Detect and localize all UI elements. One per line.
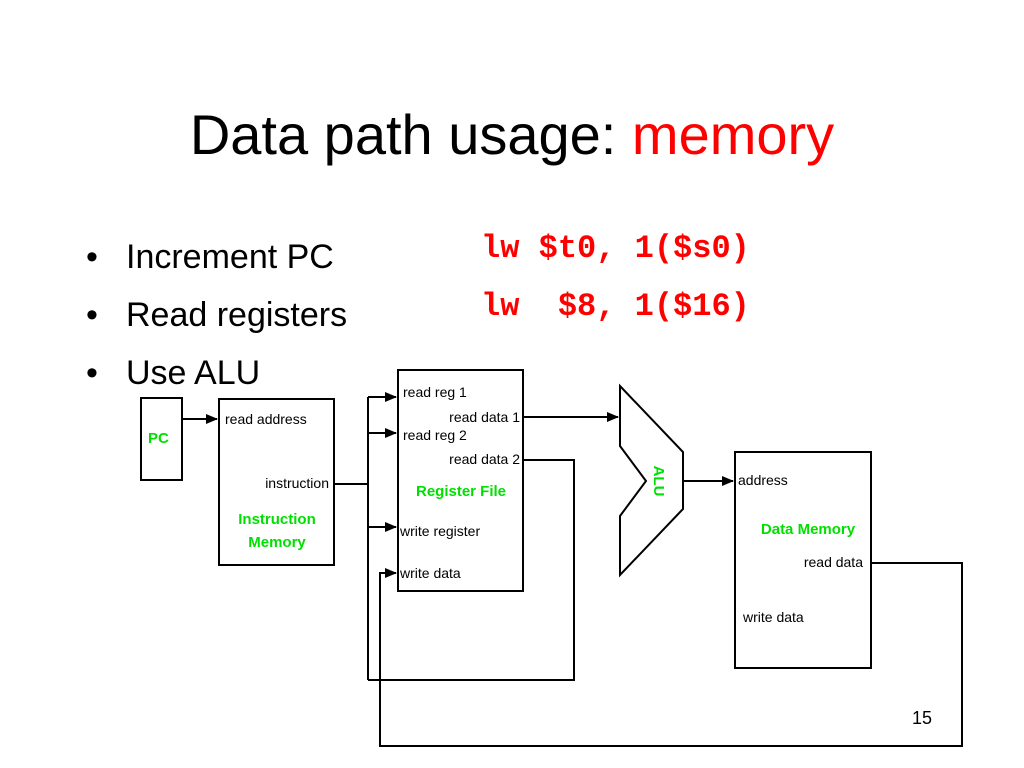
instruction-memory-label-2: Memory	[248, 534, 306, 551]
bullet-dot: •	[86, 238, 98, 276]
register-file-label: Register File	[416, 483, 506, 500]
address-label: address	[738, 472, 788, 488]
bullet-text: Increment PC	[126, 238, 334, 276]
data-memory-label: Data Memory	[761, 521, 856, 538]
instruction-memory-label-1: Instruction	[238, 511, 316, 528]
read-reg-1-label: read reg 1	[403, 384, 467, 400]
write-data-label: write data	[399, 565, 461, 581]
read-data-writeback-wire	[379, 562, 963, 747]
read-data-2-label: read data 2	[449, 451, 520, 467]
bullet-text: Read registers	[126, 296, 348, 334]
bullet-item: • Increment PC	[86, 228, 347, 286]
bullet-text: Use ALU	[126, 354, 261, 392]
page-number: 15	[912, 708, 933, 728]
bullet-item: • Read registers	[86, 286, 347, 344]
read-address-label: read address	[225, 411, 307, 427]
instruction-label: instruction	[265, 475, 329, 491]
offset-to-alu-wire	[368, 459, 575, 681]
pc-label: PC	[148, 430, 169, 447]
alu-label: ALU	[650, 466, 667, 497]
read-reg-2-label: read reg 2	[403, 427, 467, 443]
code-line-1: lw $t0, 1($s0)	[481, 230, 750, 267]
bullet-dot: •	[86, 354, 98, 392]
title-accent: memory	[631, 103, 835, 166]
slide-title: Data path usage: memory	[0, 100, 1024, 170]
title-prefix: Data path usage:	[189, 103, 632, 166]
write-register-label: write register	[399, 523, 480, 539]
bullet-item: • Use ALU	[86, 344, 347, 402]
dm-write-data-label: write data	[742, 609, 804, 625]
register-file-block	[397, 369, 524, 592]
read-data-label: read data	[804, 554, 863, 570]
bullet-dot: •	[86, 296, 98, 334]
read-data-1-label: read data 1	[449, 409, 520, 425]
alu-block	[619, 383, 684, 578]
data-memory-block	[734, 451, 872, 669]
bullet-list: • Increment PC • Read registers • Use ALU	[86, 228, 347, 402]
code-line-2: lw $8, 1($16)	[481, 288, 750, 325]
instruction-memory-block	[218, 398, 335, 566]
pc-block	[140, 397, 183, 481]
